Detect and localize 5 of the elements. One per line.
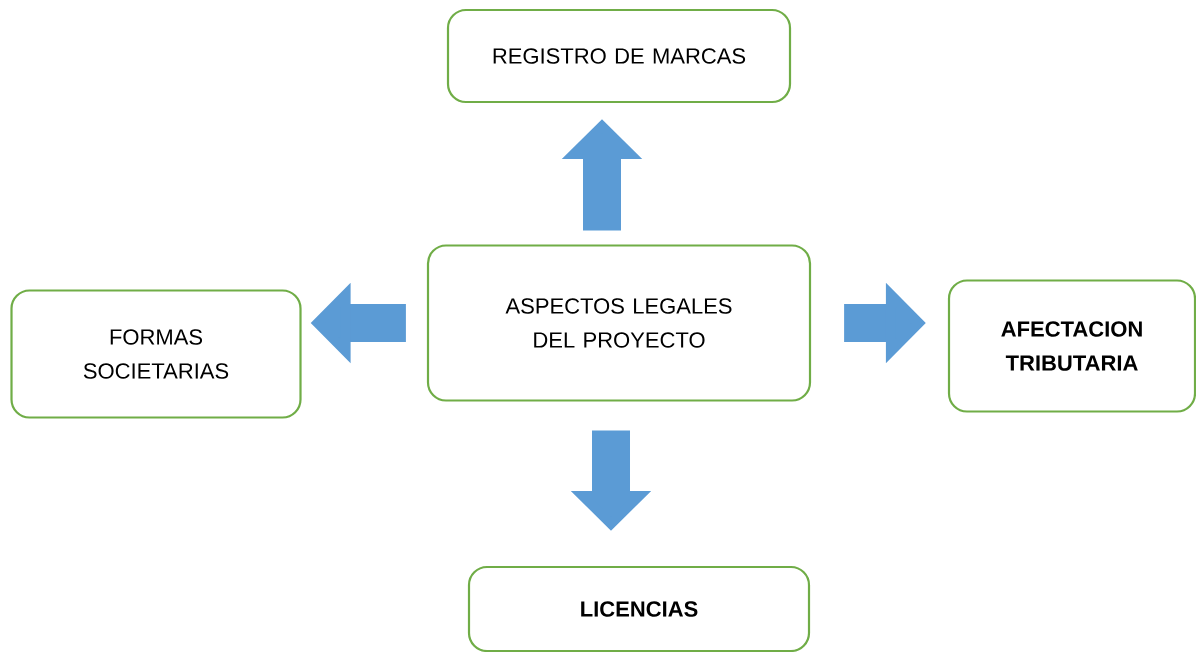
- text-box: ASPECTOS LEGALES DEL PROYECTO: [426, 244, 812, 402]
- text-box: REGISTRO DE MARCAS: [446, 8, 792, 104]
- text-box: AFECTACION TRIBUTARIA: [947, 279, 1196, 413]
- text-box: FORMAS SOCIETARIAS: [10, 289, 302, 419]
- text-box: LICENCIAS: [467, 565, 811, 652]
